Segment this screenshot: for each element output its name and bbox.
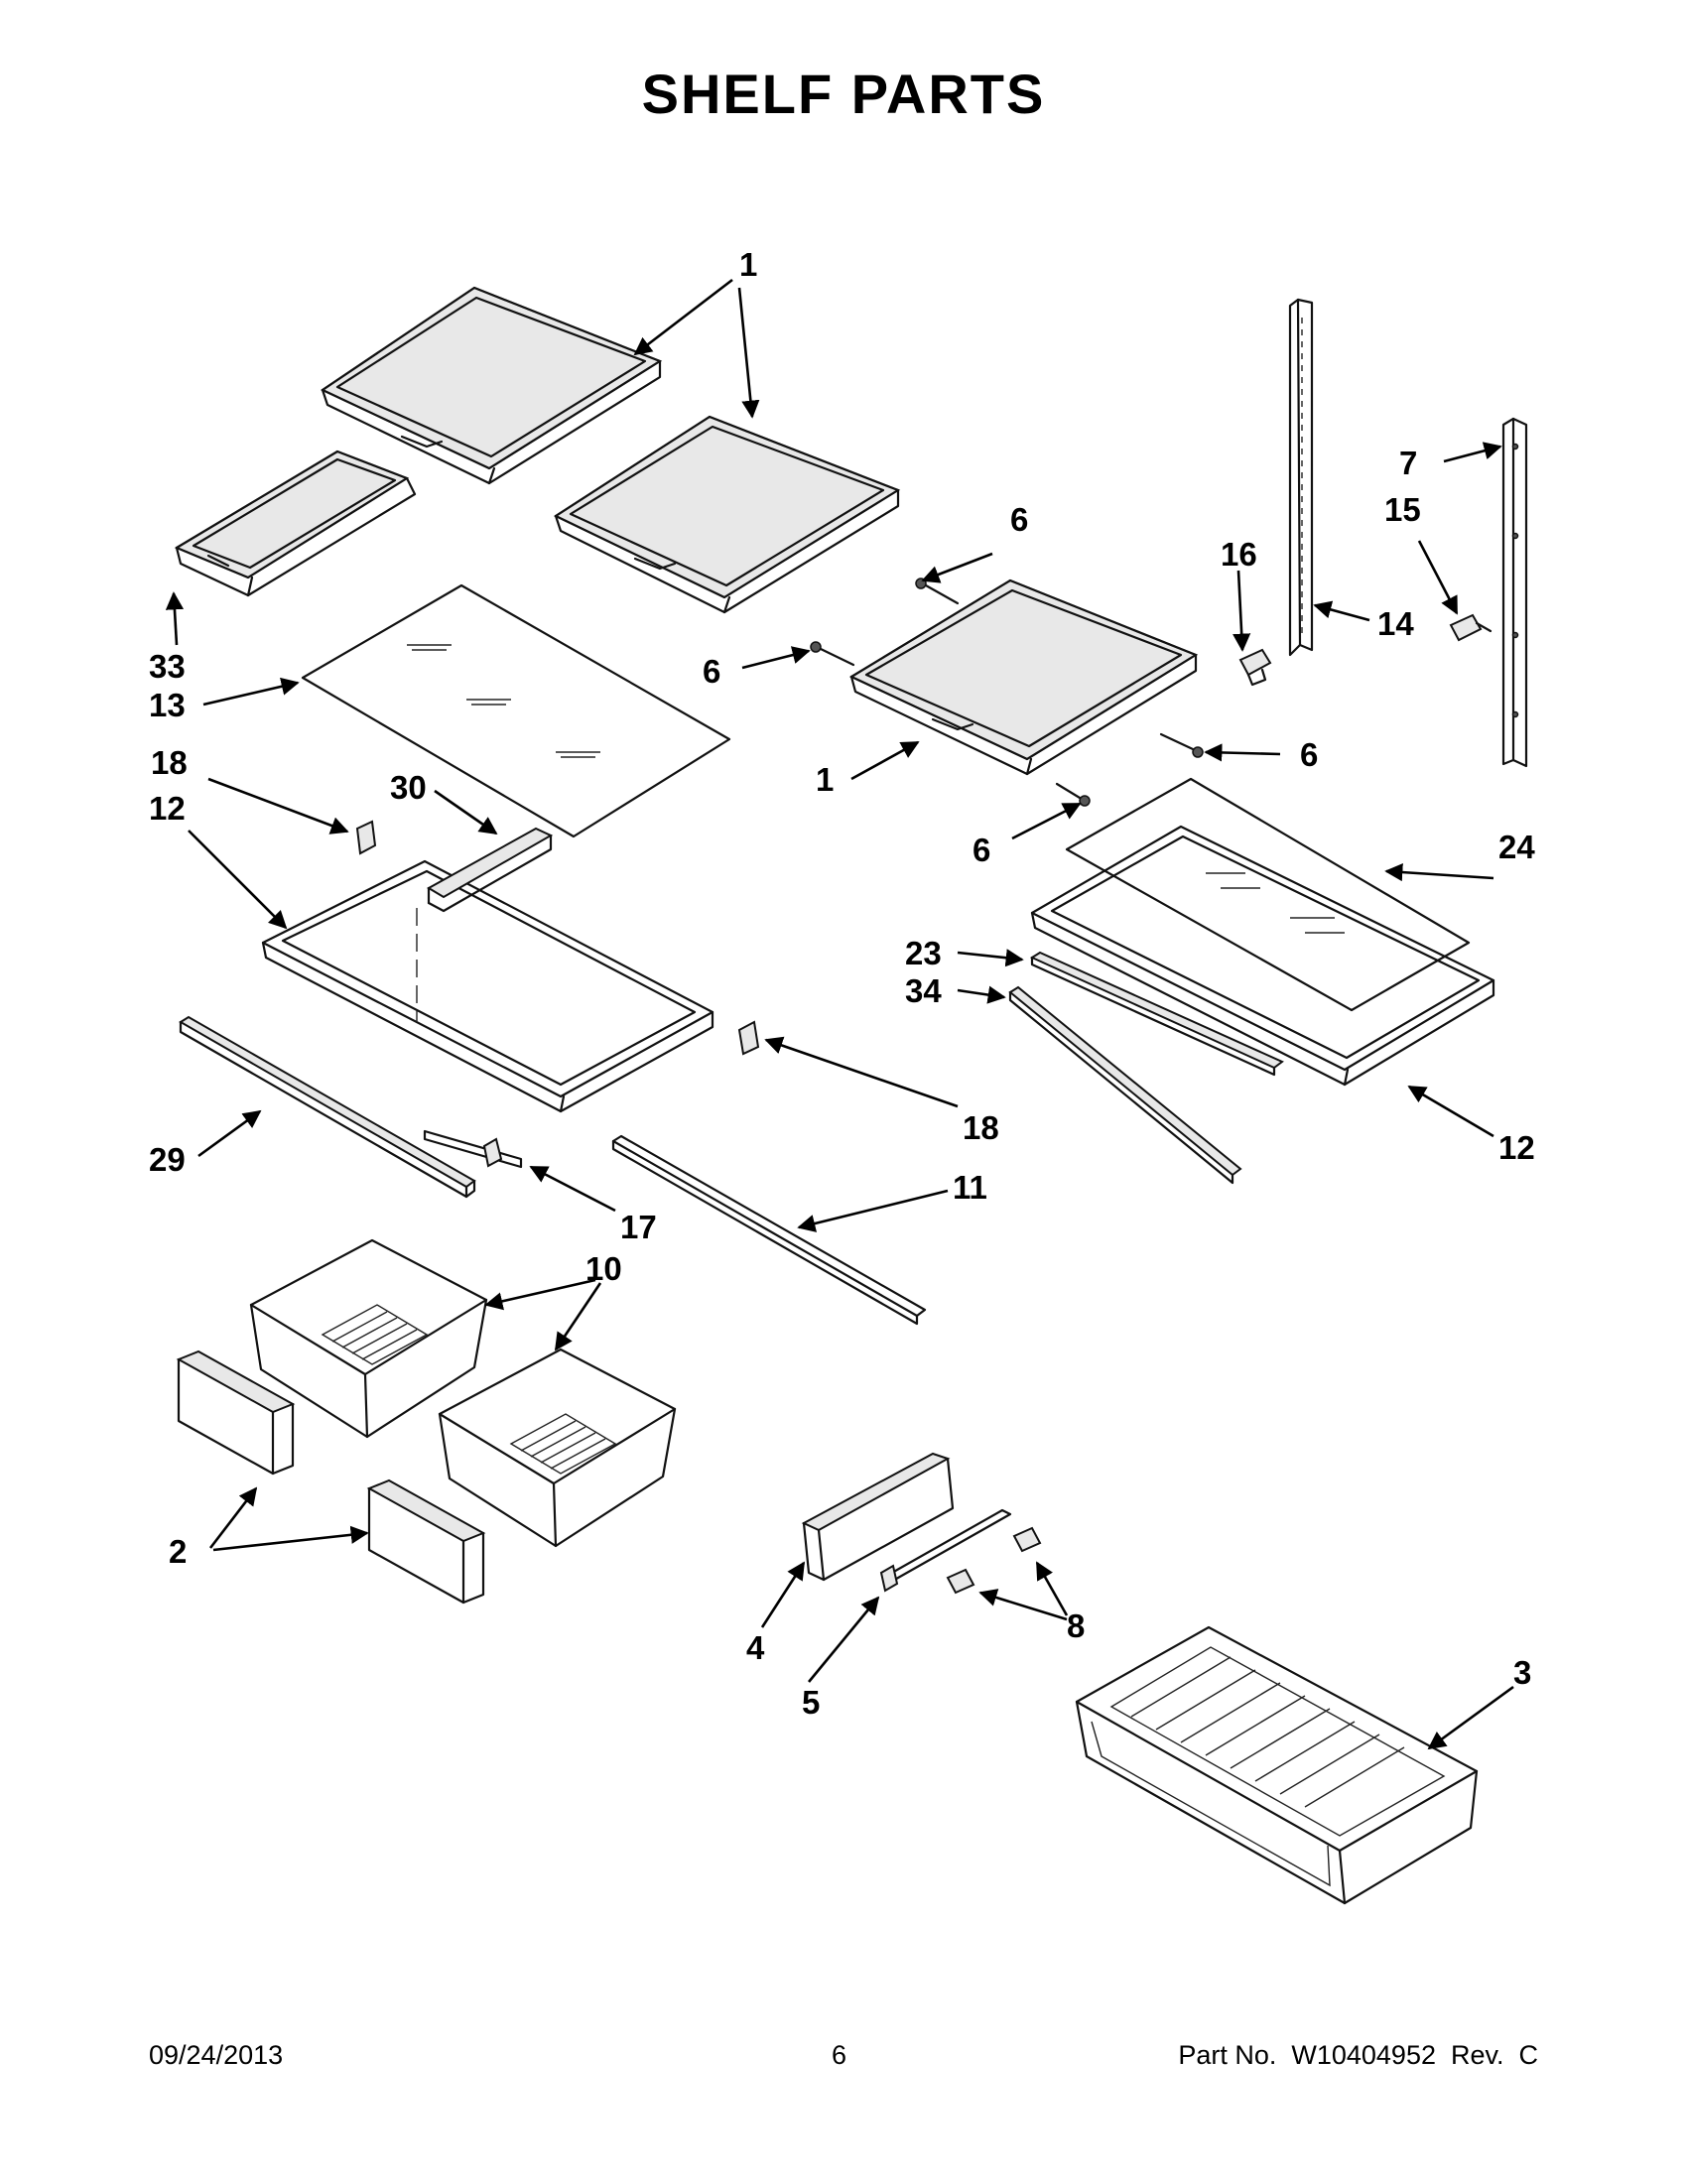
- callout-labels: 1 1 2 3 4 5 6 6 6 6 7 8 10 11 12 12 13 1…: [149, 246, 1535, 1721]
- footer-date: 09/24/2013: [149, 2040, 284, 2070]
- callout-1-top: 1: [739, 246, 757, 283]
- slide-part-5: [879, 1508, 1012, 1593]
- callout-7: 7: [1399, 445, 1417, 481]
- trim-29: [179, 1015, 476, 1199]
- footer-page-number: 6: [832, 2040, 847, 2070]
- callout-4: 4: [746, 1629, 765, 1666]
- rail-14: [1288, 298, 1314, 657]
- clip-18-right: [737, 1020, 760, 1056]
- glass-shelf-13: [301, 583, 731, 838]
- callout-6-right: 6: [1300, 736, 1318, 773]
- callout-11: 11: [953, 1169, 987, 1206]
- callout-29: 29: [149, 1141, 186, 1178]
- rail-11: [611, 1134, 927, 1326]
- glass-shelf-24: [1065, 777, 1471, 1012]
- shelf-part-1-top-middle: [553, 415, 901, 614]
- slide-part-4: [801, 1452, 955, 1582]
- handle-2-lower: [366, 1478, 486, 1605]
- callout-33: 33: [149, 648, 186, 685]
- callout-15: 15: [1384, 491, 1421, 528]
- callout-10: 10: [585, 1250, 622, 1287]
- callout-6-bottom: 6: [973, 832, 990, 868]
- callout-16: 16: [1221, 536, 1257, 573]
- rail-7: [1501, 417, 1528, 768]
- shelf-part-1-middle-right: [848, 578, 1199, 776]
- callout-12-left: 12: [149, 790, 186, 827]
- callout-5: 5: [802, 1684, 820, 1721]
- callout-34: 34: [905, 972, 942, 1009]
- screw-16: [1238, 648, 1272, 687]
- callout-18-left: 18: [151, 744, 188, 781]
- shelf-frame-12-left: [261, 859, 714, 1113]
- page-title: SHELF PARTS: [641, 63, 1046, 125]
- callout-6-left: 6: [703, 653, 720, 690]
- trim-34: [1008, 985, 1242, 1185]
- callout-3: 3: [1513, 1654, 1531, 1691]
- callout-23: 23: [905, 935, 942, 971]
- callout-24: 24: [1498, 829, 1535, 865]
- shelf-part-1-top-left: [320, 286, 663, 485]
- leader-lines: [165, 278, 1514, 1750]
- screw-15: [1449, 613, 1492, 642]
- handle-2-upper: [176, 1349, 296, 1476]
- shelf-frame-12-right: [1030, 825, 1495, 1087]
- callout-12-right: 12: [1498, 1129, 1535, 1166]
- screws-8: [946, 1526, 1042, 1595]
- callout-17: 17: [620, 1209, 657, 1245]
- part-17: [423, 1129, 523, 1169]
- callout-18-right: 18: [963, 1109, 999, 1146]
- crisper-drawer-10-lower: [438, 1348, 677, 1548]
- callout-13: 13: [149, 687, 186, 723]
- callout-6-top: 6: [1010, 501, 1028, 538]
- callout-8: 8: [1067, 1607, 1085, 1644]
- bracket-30: [427, 827, 554, 913]
- screw-6-group: [810, 578, 1204, 807]
- footer-part-number: Part No. W10404952 Rev. C: [1178, 2040, 1538, 2070]
- callout-14: 14: [1377, 605, 1414, 642]
- callout-30: 30: [390, 769, 427, 806]
- deli-drawer-3: [1075, 1625, 1479, 1905]
- callout-2: 2: [169, 1533, 187, 1570]
- trim-23: [1029, 951, 1284, 1077]
- shelf-part-33: [174, 450, 417, 597]
- callout-1-middle: 1: [816, 761, 834, 798]
- clip-18-left: [355, 820, 377, 855]
